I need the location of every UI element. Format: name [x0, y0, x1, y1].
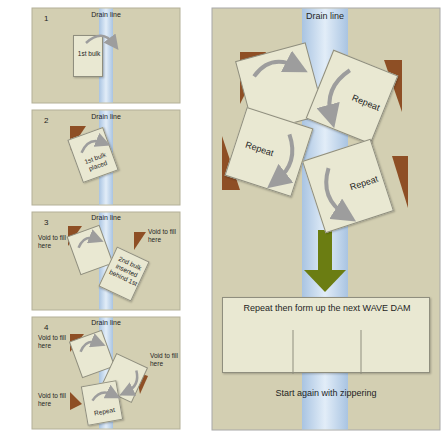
step-number: 4 — [44, 323, 58, 333]
step-number: 1 — [44, 14, 58, 24]
panel-label: Drain line — [84, 214, 128, 222]
bulk-board: Repeat — [225, 107, 314, 197]
right-panel-ground — [212, 8, 440, 430]
panel: 2 Drain line 1st bulk placed — [32, 110, 180, 205]
board-label: Repeat — [89, 405, 120, 418]
panel-label: Drain line — [290, 11, 360, 22]
board-label: Repeat then form up the next WAVE DAM — [229, 303, 425, 314]
board-label: Repeat — [346, 91, 385, 115]
board-label: Repeat — [239, 138, 280, 161]
panel-label: Start again with zippering — [226, 388, 426, 399]
panel-grounds — [32, 8, 180, 429]
bulk-board: 1st bulk — [73, 35, 103, 77]
panel-label: Drain line — [84, 113, 128, 121]
bulk-board: Repeat — [302, 139, 394, 234]
board-label: 1st bulk placed — [79, 149, 114, 175]
void-label: Void to fill here — [38, 234, 66, 250]
panel: Drain lineStart again with zippering Repe… — [212, 8, 440, 430]
flow-arrow — [304, 230, 346, 292]
void-label: Void to fill here — [38, 334, 68, 350]
panel-label: Drain line — [84, 11, 128, 19]
step-number: 3 — [44, 218, 58, 228]
panel: 3 Drain line 2nd bulk inserted behind 1st — [32, 212, 180, 310]
board-label: 1st bulk — [76, 50, 102, 58]
board-label: 2nd bulk inserted behind 1st — [108, 254, 145, 288]
void-label: Void to fill here — [150, 352, 178, 368]
bulk-board: 2nd bulk inserted behind 1st — [98, 246, 149, 301]
panel: 1 Drain line 1st bulk — [32, 8, 180, 103]
panel: 4 Drain lineRepeat — [32, 317, 180, 429]
board-drawing — [82, 381, 124, 427]
step-number: 2 — [44, 116, 58, 126]
panel-label: Drain line — [84, 319, 128, 327]
bulk-board: Repeat — [81, 380, 123, 426]
bulk-board: 1st bulk placed — [67, 127, 118, 183]
bulk-board: Repeat then form up the next WAVE DAM — [222, 297, 430, 373]
board-label: Repeat — [344, 172, 383, 194]
void-label: Void to fill here — [38, 392, 68, 408]
bulk-board: Repeat — [306, 50, 399, 145]
void-label: Void to fill here — [148, 228, 178, 244]
